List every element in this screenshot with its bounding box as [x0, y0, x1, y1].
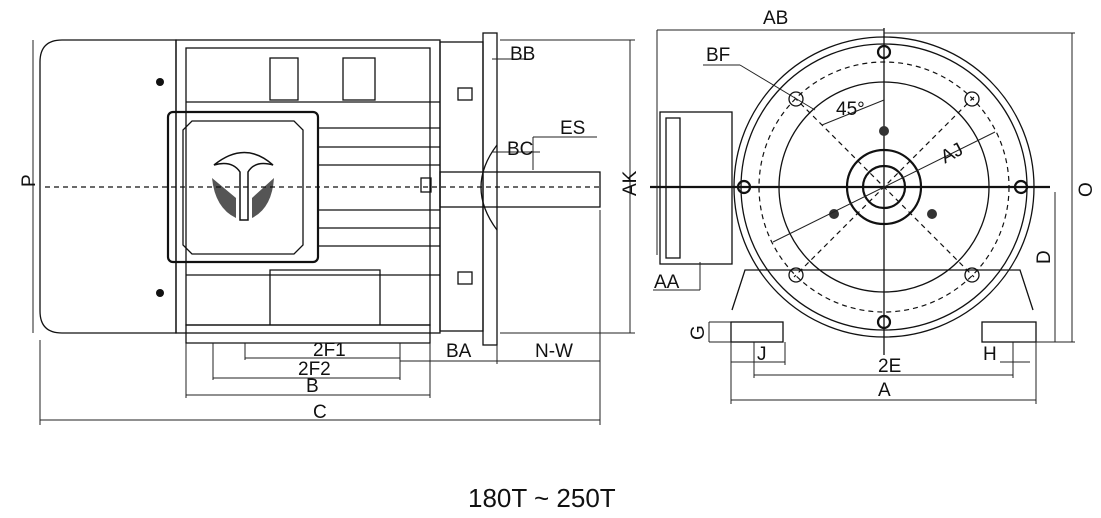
label-n-w: N-W — [535, 341, 573, 362]
label-ab: AB — [763, 8, 788, 29]
label-p: P — [19, 174, 40, 187]
label-a: A — [878, 380, 891, 401]
label-d: D — [1034, 250, 1055, 264]
terminal-box-lid — [182, 120, 304, 255]
label-ak: AK — [620, 170, 641, 196]
logo-icon — [212, 151, 274, 221]
bolt-icon — [156, 289, 164, 297]
label-j: J — [757, 344, 767, 365]
label-2e: 2E — [878, 356, 901, 377]
shaft-key — [420, 177, 432, 193]
front-view: AB BF 45° AJ O D AA G J 2E H A — [650, 8, 1097, 404]
right-foot — [981, 321, 1037, 343]
label-ba: BA — [446, 341, 472, 362]
shaft — [439, 171, 601, 208]
label-g: G — [688, 325, 709, 340]
top-boss-right — [342, 57, 376, 101]
label-o: O — [1076, 182, 1097, 197]
label-2f1: 2F1 — [313, 340, 346, 361]
label-aa: AA — [654, 272, 680, 293]
label-bc: BC — [507, 139, 533, 160]
flange-bolt — [457, 87, 473, 101]
fan-cover — [39, 39, 177, 334]
top-boss-left — [269, 57, 299, 101]
label-c: C — [313, 402, 327, 423]
flange-holes — [736, 44, 1029, 330]
side-view: P AK BB ES BC BA N-W 2F1 2F2 B C — [19, 32, 641, 425]
label-aj: AJ — [937, 139, 966, 168]
label-h: H — [983, 344, 997, 365]
front-dimension-lines — [653, 29, 1075, 404]
label-2f2: 2F2 — [298, 359, 331, 380]
label-45-degrees: 45° — [836, 99, 865, 120]
cooling-fins — [186, 101, 440, 276]
label-b: B — [306, 376, 319, 397]
flange-bolt — [457, 271, 473, 285]
label-es: ES — [560, 118, 585, 139]
side-dimension-lines — [32, 39, 635, 425]
caption: 180T ~ 250T — [468, 483, 616, 513]
bolt-icon — [156, 78, 164, 86]
left-foot — [730, 321, 784, 343]
label-bb: BB — [510, 44, 535, 65]
mounting-foot — [185, 269, 431, 344]
frame-base — [731, 269, 1034, 311]
flange — [482, 32, 498, 346]
label-bf: BF — [706, 45, 730, 66]
